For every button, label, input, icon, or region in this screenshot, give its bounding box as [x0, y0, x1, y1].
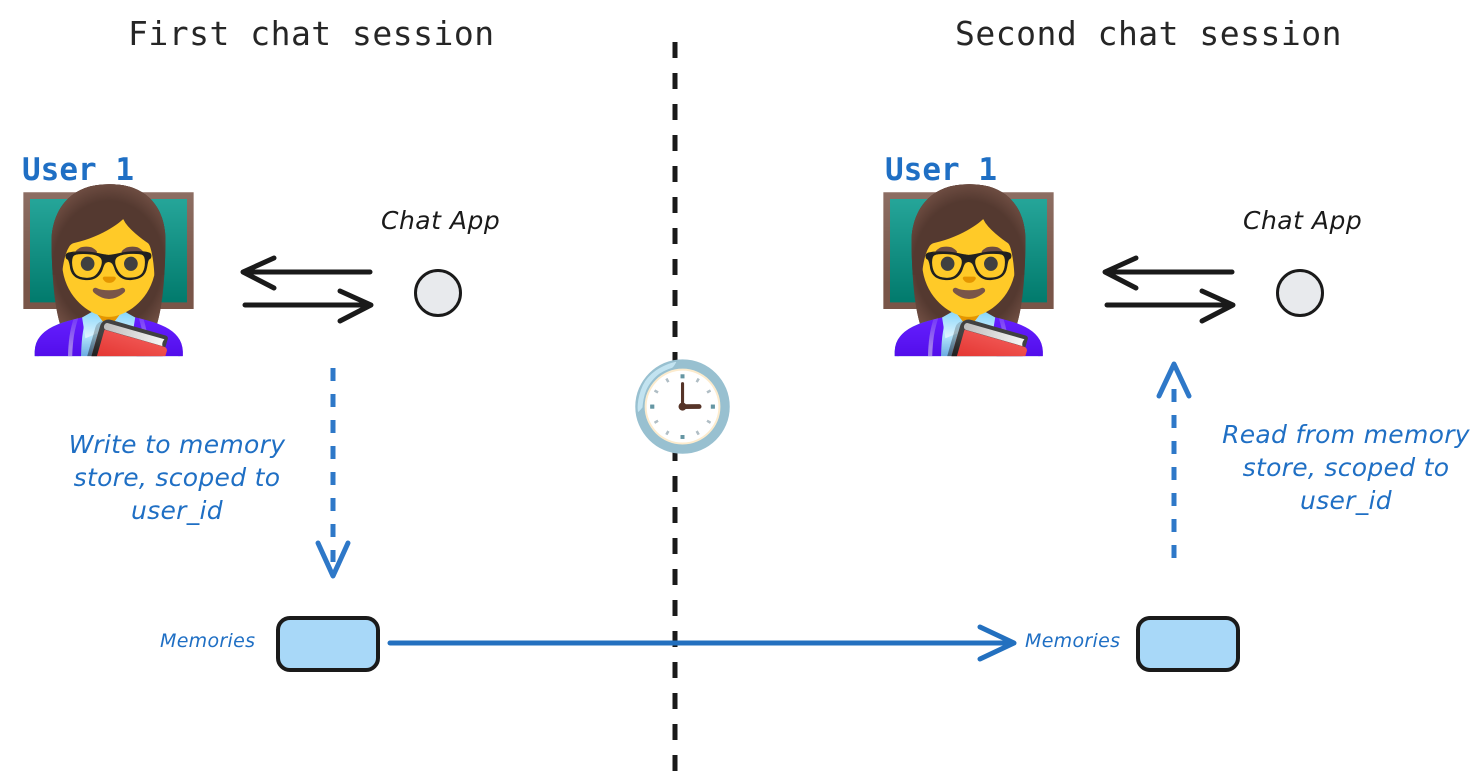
read-note-line-2: store, scoped to: [1242, 453, 1450, 482]
write-note-line-1: Write to memory: [68, 430, 286, 459]
exchange-arrows-left: [240, 255, 374, 324]
dashed-up-arrow-icon: [1156, 361, 1192, 558]
read-note-line-3: user_id: [1300, 486, 1392, 515]
session-title-second: Second chat session: [955, 14, 1342, 53]
session-title-first: First chat session: [128, 14, 495, 53]
exchange-arrows-right: [1102, 255, 1236, 324]
memories-label-second: Memories: [1025, 630, 1121, 652]
write-note-line-2: store, scoped to: [73, 463, 281, 492]
write-note-first: Write to memory store, scoped to user_id: [42, 428, 312, 527]
chat-app-label-first: Chat App: [381, 206, 501, 235]
memory-store-box-second[interactable]: [1136, 616, 1240, 672]
read-note-second: Read from memory store, scoped to user_i…: [1212, 418, 1480, 517]
memories-label-first: Memories: [160, 630, 256, 652]
chat-app-circle-icon-first[interactable]: [414, 269, 462, 317]
chat-app-label-second: Chat App: [1243, 206, 1363, 235]
avatar-second: 👩‍🏫: [872, 184, 1065, 357]
write-note-line-3: user_id: [131, 496, 223, 525]
dashed-down-arrow-icon: [315, 368, 351, 579]
memory-store-box-first[interactable]: [276, 616, 380, 672]
read-note-line-1: Read from memory: [1222, 420, 1470, 449]
chat-app-circle-icon-second[interactable]: [1276, 269, 1324, 317]
avatar-first: 👩‍🏫: [12, 184, 205, 357]
user-label-second: User 1: [885, 152, 997, 188]
user-label-first: User 1: [22, 152, 134, 188]
memory-persistence-arrow: [387, 624, 1017, 662]
clock-emoji: 🕒: [629, 359, 737, 455]
